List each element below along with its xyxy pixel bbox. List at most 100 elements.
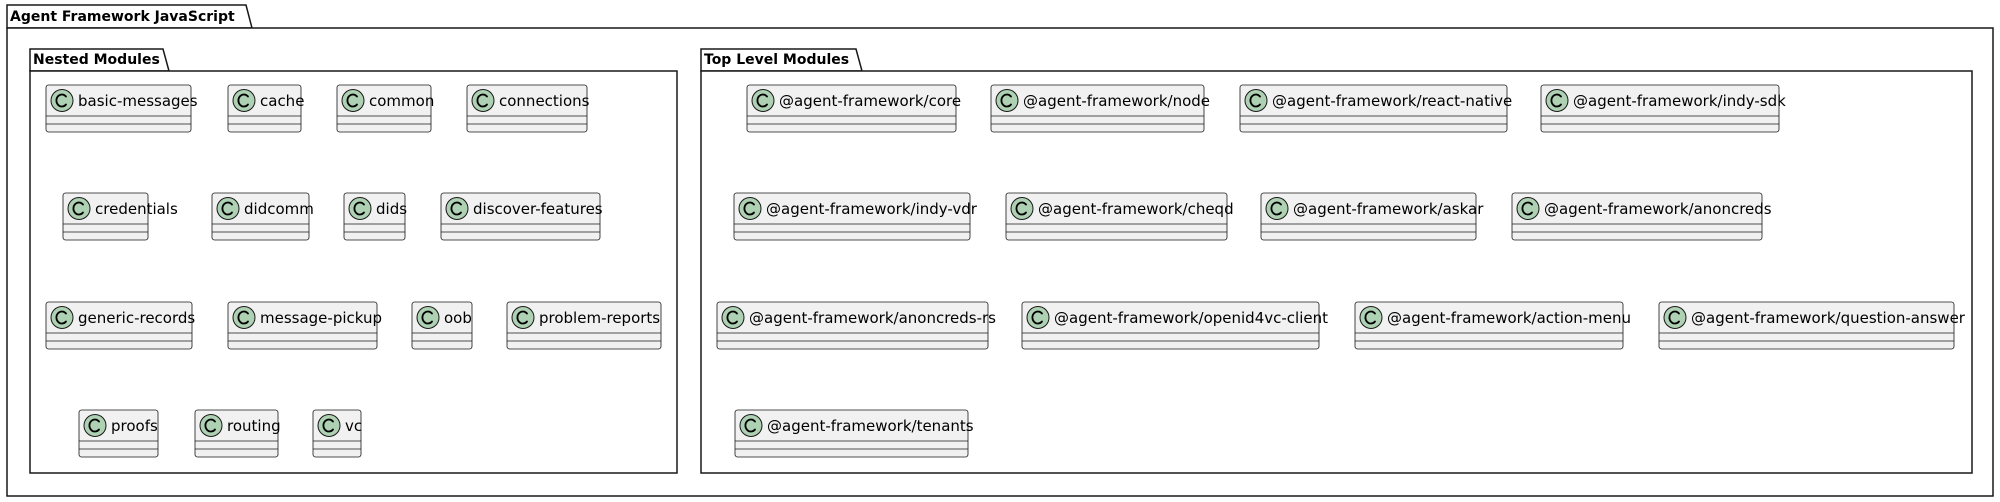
class-agent-framework-indy-sdk[interactable]: @agent-framework/indy-sdk <box>1540 84 1786 133</box>
class-box <box>1354 301 1624 350</box>
class-name: proofs <box>111 417 158 435</box>
class-name: connections <box>499 92 590 110</box>
class-name: @agent-framework/askar <box>1293 200 1484 218</box>
class-box <box>1005 192 1228 241</box>
class-name: problem-reports <box>539 309 660 327</box>
class-circle-icon <box>445 197 469 220</box>
class-name: oob <box>444 309 472 327</box>
class-name: @agent-framework/tenants <box>767 417 974 435</box>
class-agent-framework-question-answer[interactable]: @agent-framework/question-answer <box>1658 301 1966 350</box>
class-circle-icon <box>1516 197 1540 220</box>
class-circle-icon <box>341 89 365 112</box>
class-dids[interactable]: dids <box>343 192 407 241</box>
class-box <box>716 301 989 350</box>
class-box <box>1021 301 1320 350</box>
package-top-level-modules-frame <box>700 70 1973 474</box>
class-name: @agent-framework/core <box>779 92 961 110</box>
class-circle-icon <box>348 197 372 220</box>
class-circle-icon <box>738 197 762 220</box>
class-name: cache <box>260 92 304 110</box>
package-top-level-modules-title: Top Level Modules <box>704 52 849 68</box>
class-box <box>733 192 971 241</box>
class-agent-framework-indy-vdr[interactable]: @agent-framework/indy-vdr <box>733 192 978 241</box>
class-name: @agent-framework/anoncreds <box>1544 200 1772 218</box>
class-name: @agent-framework/cheqd <box>1038 200 1234 218</box>
class-problem-reports[interactable]: problem-reports <box>506 301 662 350</box>
class-circle-icon <box>232 306 256 329</box>
class-circle-icon <box>216 197 240 220</box>
class-circle-icon <box>511 306 535 329</box>
class-agent-framework-anoncreds[interactable]: @agent-framework/anoncreds <box>1511 192 1772 241</box>
class-circle-icon <box>416 306 440 329</box>
class-circle-icon <box>1545 89 1569 112</box>
class-circle-icon <box>751 89 775 112</box>
nested-modules-classes: basic-messages cache common connections cred… <box>45 84 662 458</box>
class-cache[interactable]: cache <box>227 84 304 133</box>
class-name: @agent-framework/action-menu <box>1387 309 1631 327</box>
class-box <box>746 84 957 133</box>
class-circle-icon <box>995 89 1019 112</box>
class-routing[interactable]: routing <box>194 409 281 458</box>
class-box <box>45 301 193 350</box>
class-basic-messages[interactable]: basic-messages <box>45 84 198 133</box>
class-circle-icon <box>1359 306 1383 329</box>
class-proofs[interactable]: proofs <box>78 409 159 458</box>
class-name: @agent-framework/node <box>1023 92 1210 110</box>
class-name: @agent-framework/anoncreds-rs <box>749 309 996 327</box>
package-nested-modules-title: Nested Modules <box>33 52 160 68</box>
class-agent-framework-action-menu[interactable]: @agent-framework/action-menu <box>1354 301 1631 350</box>
class-circle-icon <box>1265 197 1289 220</box>
class-name: dids <box>376 200 407 218</box>
class-vc[interactable]: vc <box>312 409 362 458</box>
class-agent-framework-node[interactable]: @agent-framework/node <box>990 84 1210 133</box>
package-top-level-modules: Top Level Modules @agent-framework/core @… <box>700 48 1973 474</box>
class-agent-framework-openid4vc-client[interactable]: @agent-framework/openid4vc-client <box>1021 301 1328 350</box>
class-name: basic-messages <box>78 92 198 110</box>
package-nested-modules: Nested Modules basic-messages cache common… <box>29 48 678 474</box>
class-generic-records[interactable]: generic-records <box>45 301 195 350</box>
package-nested-modules-frame <box>29 70 678 474</box>
class-discover-features[interactable]: discover-features <box>440 192 603 241</box>
class-name: @agent-framework/indy-vdr <box>766 200 978 218</box>
class-name: routing <box>227 417 281 435</box>
class-circle-icon <box>721 306 745 329</box>
class-circle-icon <box>1026 306 1050 329</box>
class-name: @agent-framework/indy-sdk <box>1573 92 1786 110</box>
class-box <box>1658 301 1955 350</box>
class-didcomm[interactable]: didcomm <box>211 192 314 241</box>
class-box <box>1260 192 1477 241</box>
class-agent-framework-cheqd[interactable]: @agent-framework/cheqd <box>1005 192 1234 241</box>
class-name: didcomm <box>244 200 314 218</box>
class-circle-icon <box>50 89 74 112</box>
class-circle-icon <box>1663 306 1687 329</box>
class-circle-icon <box>1244 89 1268 112</box>
class-circle-icon <box>317 414 341 437</box>
class-common[interactable]: common <box>336 84 434 133</box>
class-box <box>506 301 662 350</box>
class-agent-framework-core[interactable]: @agent-framework/core <box>746 84 961 133</box>
class-oob[interactable]: oob <box>411 301 473 350</box>
class-box <box>466 84 588 133</box>
class-circle-icon <box>471 89 495 112</box>
class-connections[interactable]: connections <box>466 84 590 133</box>
class-name: @agent-framework/react-native <box>1272 92 1512 110</box>
class-name: message-pickup <box>260 309 382 327</box>
class-box <box>1239 84 1508 133</box>
class-box <box>45 84 192 133</box>
class-circle-icon <box>67 197 91 220</box>
class-agent-framework-anoncreds-rs[interactable]: @agent-framework/anoncreds-rs <box>716 301 996 350</box>
class-box <box>734 409 969 458</box>
class-box <box>227 301 378 350</box>
class-box <box>1511 192 1763 241</box>
class-circle-icon <box>232 89 256 112</box>
class-name: common <box>369 92 434 110</box>
class-agent-framework-askar[interactable]: @agent-framework/askar <box>1260 192 1484 241</box>
class-name: credentials <box>95 200 178 218</box>
class-agent-framework-react-native[interactable]: @agent-framework/react-native <box>1239 84 1512 133</box>
class-message-pickup[interactable]: message-pickup <box>227 301 382 350</box>
class-agent-framework-tenants[interactable]: @agent-framework/tenants <box>734 409 974 458</box>
class-circle-icon <box>739 414 763 437</box>
class-credentials[interactable]: credentials <box>62 192 178 241</box>
class-name: generic-records <box>78 309 195 327</box>
